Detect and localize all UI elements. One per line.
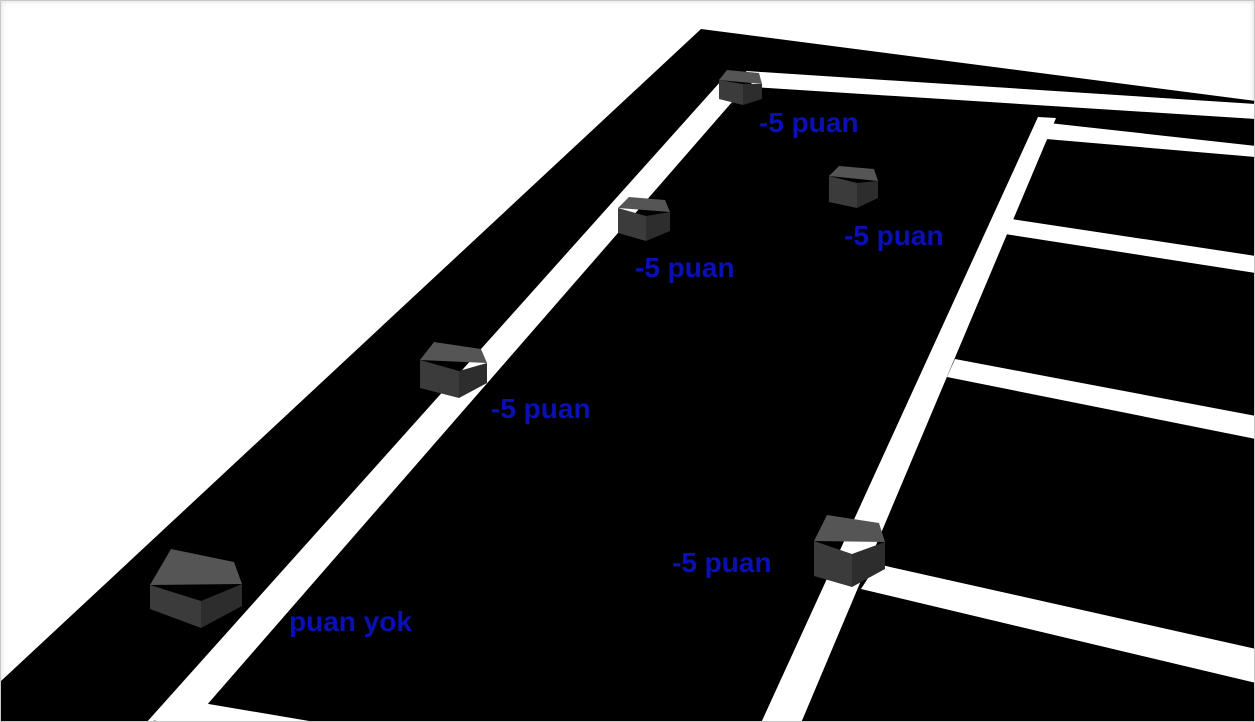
obstacle-1 [719,70,762,105]
penalty-label: -5 puan [759,109,859,137]
penalty-label: -5 puan [491,395,591,423]
no-points-label: puan yok [289,608,412,636]
penalty-label: -5 puan [635,254,735,282]
penalty-label: -5 puan [672,549,772,577]
penalty-label: -5 puan [844,222,944,250]
